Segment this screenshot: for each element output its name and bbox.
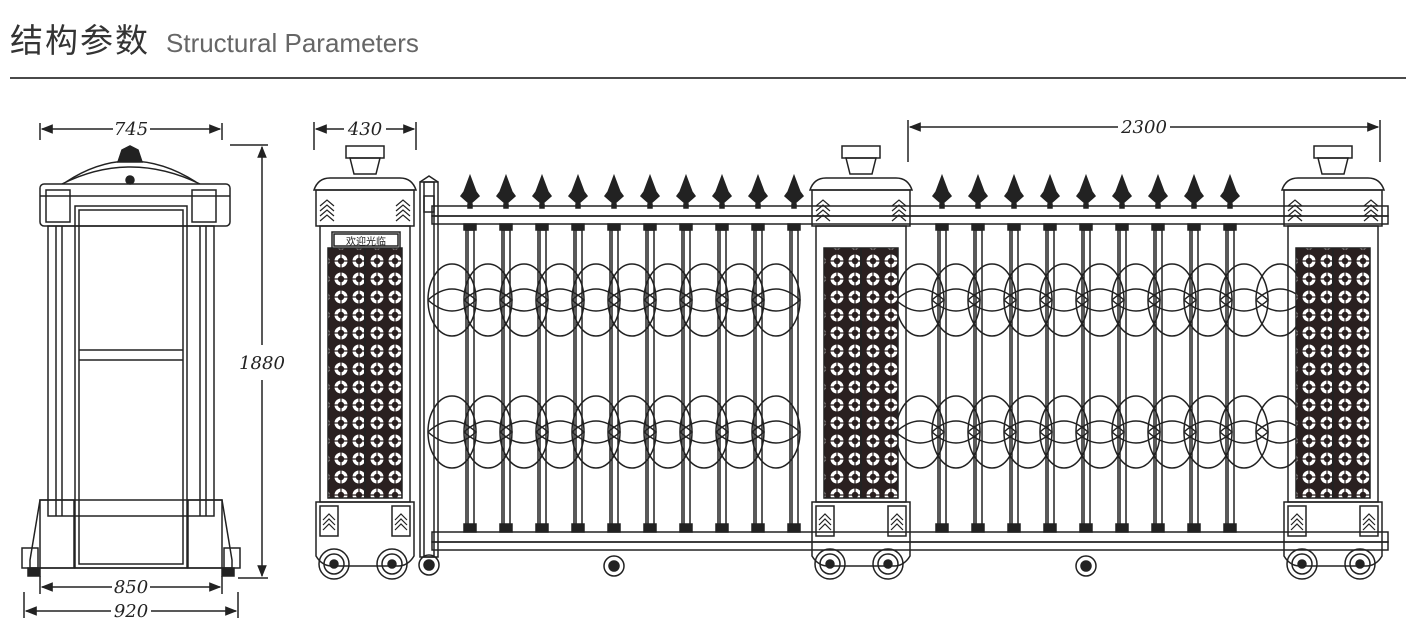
leaf-ornament: [967, 395, 1017, 469]
leaf-ornament: [427, 395, 477, 469]
spear-tip: [639, 173, 661, 206]
leaf-ornament: [607, 263, 657, 337]
leaf-ornament: [1075, 395, 1125, 469]
post-wheel: [872, 548, 904, 580]
leaf-ornament: [463, 263, 513, 337]
leaf-ornament: [607, 395, 657, 469]
booth-body: [47, 205, 215, 569]
leaf-ornament: [463, 395, 513, 469]
spear-tip: [931, 173, 953, 206]
gate-post-middle: [808, 145, 914, 580]
leaf-ornament: [1111, 263, 1161, 337]
spear-tip: [531, 173, 553, 206]
leaf-ornament: [715, 263, 765, 337]
gate-post-left: [312, 145, 418, 580]
leaf-ornament: [1219, 263, 1269, 337]
post-wheel: [376, 548, 408, 580]
post-wheel: [1286, 548, 1318, 580]
leaf-ornament: [427, 263, 477, 337]
leaf-ornament: [1039, 263, 1089, 337]
leaf-ornament: [643, 263, 693, 337]
spear-tip: [1111, 173, 1133, 206]
leaf-ornament: [1183, 263, 1233, 337]
spear-tip: [1075, 173, 1097, 206]
dimension-inner-width: 850: [39, 576, 223, 598]
dimension-label-745: 745: [114, 119, 148, 140]
leaf-ornament: [679, 395, 729, 469]
leaf-ornament: [967, 263, 1017, 337]
leaf-ornament: [571, 263, 621, 337]
welcome-sign-text: 欢迎光临: [346, 235, 386, 248]
guide-pole: [418, 175, 440, 576]
leaf-ornament: [751, 395, 801, 469]
post-cap: [808, 177, 914, 191]
leaf-ornament: [499, 395, 549, 469]
booth-base: [21, 499, 241, 577]
spear-tip: [495, 173, 517, 206]
spear-tip: [567, 173, 589, 206]
side-view: 745 1880: [21, 119, 285, 622]
booth-roof: [39, 145, 231, 227]
spear-tip: [1147, 173, 1169, 206]
leaf-ornament: [1147, 395, 1197, 469]
rail-wheels: [603, 555, 1097, 577]
leaf-ornament: [1039, 395, 1089, 469]
post-cap: [312, 177, 418, 191]
post-wheel: [1344, 548, 1376, 580]
post-cap: [1280, 177, 1386, 191]
leaf-ornament: [1219, 395, 1269, 469]
spear-tip: [711, 173, 733, 206]
leaf-ornament: [931, 263, 981, 337]
leaf-ornament: [499, 263, 549, 337]
welcome-sign: 欢迎光临: [331, 231, 401, 249]
leaf-ornament: [895, 395, 945, 469]
dimension-label-1880: 1880: [239, 353, 285, 374]
gate-bars: [459, 173, 1241, 533]
spear-tip: [967, 173, 989, 206]
spear-tip: [675, 173, 697, 206]
dimension-label-430: 430: [347, 119, 382, 140]
spear-tip: [1183, 173, 1205, 206]
leaf-ornament: [571, 395, 621, 469]
leaf-ornament: [1003, 395, 1053, 469]
front-view: 430 2300: [312, 117, 1389, 580]
leaf-ornament: [535, 263, 585, 337]
spear-tip: [783, 173, 805, 206]
leaf-ornament: [931, 395, 981, 469]
dimension-height: 1880: [230, 144, 285, 579]
section-title-english: Structural Parameters: [166, 28, 419, 58]
dimension-label-2300: 2300: [1120, 117, 1167, 138]
section-header: 结构参数 Structural Parameters: [10, 14, 419, 62]
dimension-label-920: 920: [114, 601, 148, 622]
dimension-base-width: 920: [23, 592, 239, 622]
dimension-post-width: 430: [313, 119, 417, 150]
spear-tip: [747, 173, 769, 206]
gate-decorations: [427, 263, 1306, 469]
leaf-ornament: [535, 395, 585, 469]
leaf-ornament: [1075, 263, 1125, 337]
spear-tip: [1039, 173, 1061, 206]
leaf-ornament: [751, 263, 801, 337]
leaf-ornament: [1147, 263, 1197, 337]
post-wheel: [318, 548, 350, 580]
leaf-ornament: [643, 395, 693, 469]
spear-tip: [1003, 173, 1025, 206]
leaf-ornament: [895, 263, 945, 337]
leaf-ornament: [1183, 395, 1233, 469]
leaf-ornament: [1003, 263, 1053, 337]
section-title-chinese: 结构参数: [10, 21, 150, 60]
dimension-top-width: 745: [39, 119, 223, 140]
leaf-ornament: [1111, 395, 1161, 469]
post-wheel: [814, 548, 846, 580]
leaf-ornament: [715, 395, 765, 469]
header-divider: [10, 77, 1406, 79]
gate-post-right: [1280, 145, 1386, 580]
leaf-ornament: [679, 263, 729, 337]
spear-tip: [459, 173, 481, 206]
dimension-label-850: 850: [114, 577, 148, 598]
spear-tip: [1219, 173, 1241, 206]
spear-tip: [603, 173, 625, 206]
dimension-section-length: 2300: [907, 117, 1381, 162]
